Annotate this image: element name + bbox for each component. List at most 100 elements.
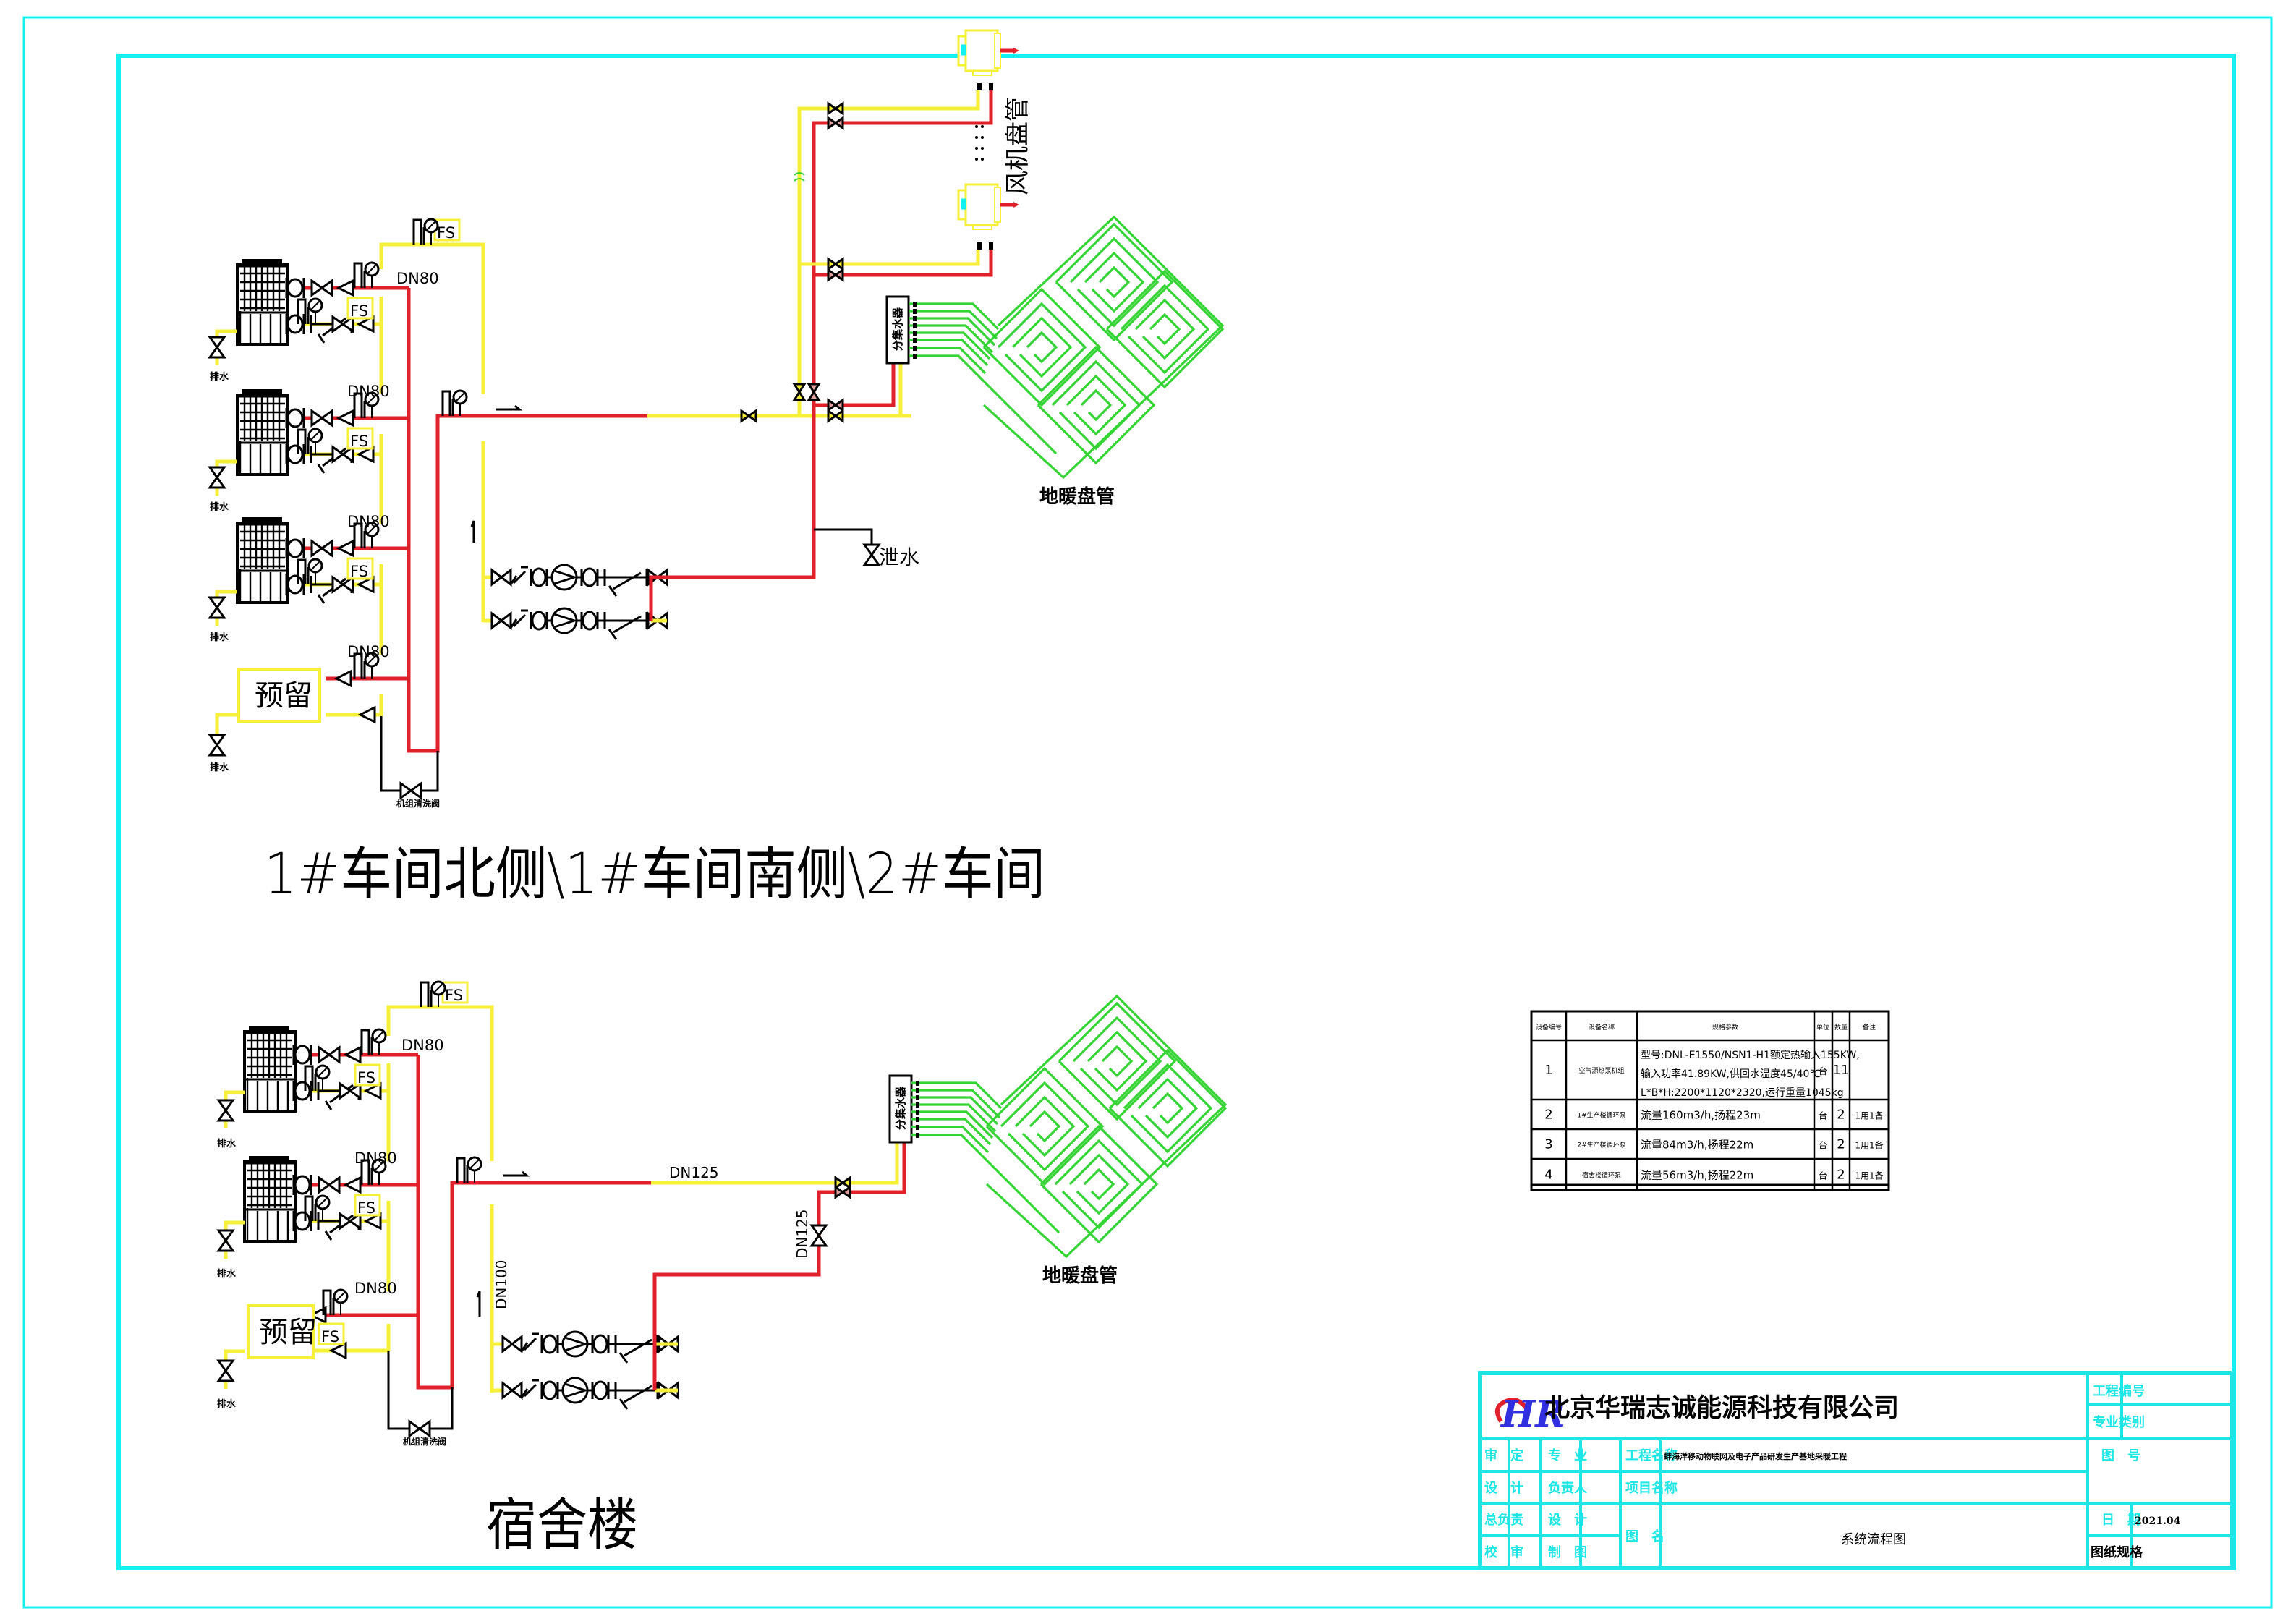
logo-text: HR bbox=[1500, 1393, 1565, 1435]
title-block bbox=[1478, 1371, 2235, 1570]
table-cell-unit: 台 bbox=[1819, 1110, 1827, 1121]
drain-label: 排水 bbox=[217, 1138, 237, 1149]
main-pipe-size-label: DN125 bbox=[669, 1164, 719, 1181]
reserved-unit-box bbox=[237, 668, 321, 723]
system-2-diagram: 机组清洗阀 排水 排水 排水 FS FS FS FS DN80 DN80 DN8… bbox=[217, 980, 1228, 1558]
sheet-size-label: 图纸规格 bbox=[2091, 1544, 2143, 1560]
date-value: 2021.04 bbox=[2135, 1515, 2181, 1527]
heat-pump-unit-icon bbox=[236, 516, 289, 604]
equipment-table bbox=[1530, 1010, 1890, 1191]
drain-label: 排水 bbox=[210, 632, 229, 643]
table-cell-name: 空气源热泵机组 bbox=[1578, 1066, 1624, 1075]
floor-coil-label: 地暖盘管 bbox=[1042, 1264, 1118, 1287]
table-cell-spec: L*B*H:2200*1120*2320,运行重量1045kg bbox=[1641, 1087, 1844, 1099]
table-cell-name: 2#生产楼循环泵 bbox=[1577, 1141, 1625, 1149]
table-cell-no: 4 bbox=[1544, 1168, 1552, 1183]
drawing-no-label: 图 号 bbox=[2101, 1448, 2140, 1463]
draw-label: 制 图 bbox=[1548, 1545, 1587, 1560]
reserved-label: 预留 bbox=[259, 1316, 317, 1349]
heat-pump-unit-icon bbox=[243, 1155, 297, 1243]
drain-label: 排水 bbox=[217, 1268, 237, 1280]
fs-label: FS bbox=[350, 563, 368, 580]
table-cell-no: 3 bbox=[1544, 1137, 1552, 1152]
project-name-label: 工程名称 bbox=[1625, 1447, 1678, 1463]
floor-heating-coil-icon bbox=[982, 215, 1225, 480]
company-name: 北京华瑞志诚能源科技有限公司 bbox=[1544, 1393, 1899, 1423]
table-cell-qty: 2 bbox=[1837, 1168, 1845, 1183]
drain-label: 排水 bbox=[210, 371, 229, 383]
company-logo: HR bbox=[1494, 1393, 1565, 1435]
item-name-label: 项目名称 bbox=[1625, 1480, 1678, 1496]
table-cell-unit: 台 bbox=[1819, 1140, 1827, 1151]
drain-label: 排水 bbox=[217, 1398, 237, 1410]
fs-label: FS bbox=[350, 433, 368, 450]
date-label: 日 期 bbox=[2101, 1513, 2140, 1528]
table-cell-spec: 流量56m3/h,扬程22m bbox=[1641, 1169, 1753, 1182]
cleaning-valve-label: 机组清洗阀 bbox=[396, 798, 440, 809]
table-cell-spec: 输入功率41.89KW,供回水温度45/40℃ bbox=[1641, 1068, 1821, 1080]
table-cell-remark: 1用1备 bbox=[1855, 1111, 1883, 1121]
relief-drain-label: 泄水 bbox=[879, 545, 919, 569]
project-no-label: 工程编号 bbox=[2093, 1383, 2145, 1399]
heat-pump-unit-icon bbox=[243, 1024, 297, 1113]
manifold-label: 分集水器 bbox=[891, 307, 904, 351]
reserved-unit-box bbox=[247, 1304, 315, 1359]
fs-label: FS bbox=[437, 224, 455, 242]
fs-label: FS bbox=[350, 302, 368, 320]
floor-heating-coil-icon bbox=[985, 994, 1228, 1259]
fs-label: FS bbox=[321, 1328, 339, 1345]
heat-pump-unit-icon bbox=[236, 388, 289, 476]
table-cell-spec: 流量84m3/h,扬程22m bbox=[1641, 1139, 1753, 1152]
fs-label: FS bbox=[357, 1069, 375, 1087]
approve-label: 审 定 bbox=[1484, 1447, 1523, 1463]
major-label: 专 业 bbox=[1548, 1447, 1587, 1463]
table-cell-qty: 2 bbox=[1837, 1137, 1845, 1152]
table-cell-remark: 1用1备 bbox=[1855, 1171, 1883, 1181]
design-label: 设 计 bbox=[1484, 1480, 1523, 1496]
table-cell-unit: 台 bbox=[1819, 1170, 1827, 1181]
table-cell-remark: 1用1备 bbox=[1855, 1141, 1883, 1151]
table-cell-no: 1 bbox=[1544, 1063, 1552, 1078]
return-pipe-size-label: DN100 bbox=[493, 1259, 510, 1309]
chief-label: 总负责 bbox=[1484, 1512, 1523, 1528]
reserved-label: 预留 bbox=[255, 679, 312, 713]
project-name-value: 蚌海洋移动物联网及电子产品研发生产基地采暖工程 bbox=[1664, 1451, 1847, 1461]
table-cell-spec: 流量160m3/h,扬程23m bbox=[1641, 1109, 1761, 1122]
system-1-diagram: 机组清洗阀 排水 排水 排水 排水 FS FS FS FS bbox=[208, 30, 1225, 907]
table-cell-no: 2 bbox=[1544, 1108, 1552, 1123]
fs-label: FS bbox=[357, 1199, 375, 1217]
table-header-cell: 设备编号 bbox=[1536, 1023, 1562, 1032]
fan-coil-unit-icon bbox=[958, 30, 1019, 75]
riser-pipe-size-label: DN125 bbox=[794, 1209, 811, 1259]
pipe-size-label: DN80 bbox=[396, 270, 439, 287]
system-2-title: 宿舍楼 bbox=[486, 1493, 638, 1558]
check-label: 校 审 bbox=[1484, 1544, 1523, 1560]
fs-label: FS bbox=[445, 987, 463, 1004]
table-cell-unit: 台 bbox=[1819, 1066, 1827, 1076]
pipe-size-label: DN80 bbox=[347, 383, 390, 400]
drawing-name-value: 系统流程图 bbox=[1841, 1532, 1906, 1547]
cleaning-valve-label: 机组清洗阀 bbox=[403, 1436, 446, 1447]
system-1-title: 1#车间北侧\1#车间南侧\2#车间 bbox=[264, 842, 1045, 907]
person-in-charge-label: 负责人 bbox=[1548, 1480, 1588, 1496]
fan-coil-label: 风机盘管 bbox=[1003, 97, 1032, 195]
table-cell-spec: 型号:DNL-E1550/NSN1-H1额定热输入155KW, bbox=[1641, 1050, 1860, 1061]
manifold-label: 分集水器 bbox=[894, 1086, 907, 1130]
table-cell-qty: 2 bbox=[1837, 1108, 1845, 1123]
pipe-size-label: DN80 bbox=[354, 1149, 397, 1167]
inner-frame bbox=[116, 54, 2236, 1570]
table-cell-qty: 11 bbox=[1833, 1063, 1850, 1078]
floor-coil-label: 地暖盘管 bbox=[1039, 485, 1115, 508]
pipe-size-label: DN80 bbox=[354, 1280, 397, 1297]
manifold-box bbox=[888, 1074, 913, 1144]
table-header-cell: 规格参数 bbox=[1712, 1023, 1738, 1032]
pipe-size-label: DN80 bbox=[347, 513, 390, 530]
table-cell-name: 1#生产楼循环泵 bbox=[1577, 1111, 1625, 1120]
heat-pump-unit-icon bbox=[236, 258, 289, 346]
table-header-cell: 数量 bbox=[1834, 1023, 1848, 1032]
table-header-cell: 设备名称 bbox=[1589, 1023, 1615, 1032]
manifold-box bbox=[885, 295, 910, 365]
discipline-type-label: 专业类别 bbox=[2093, 1414, 2145, 1430]
table-cell-name: 宿舍楼循环泵 bbox=[1582, 1171, 1621, 1180]
